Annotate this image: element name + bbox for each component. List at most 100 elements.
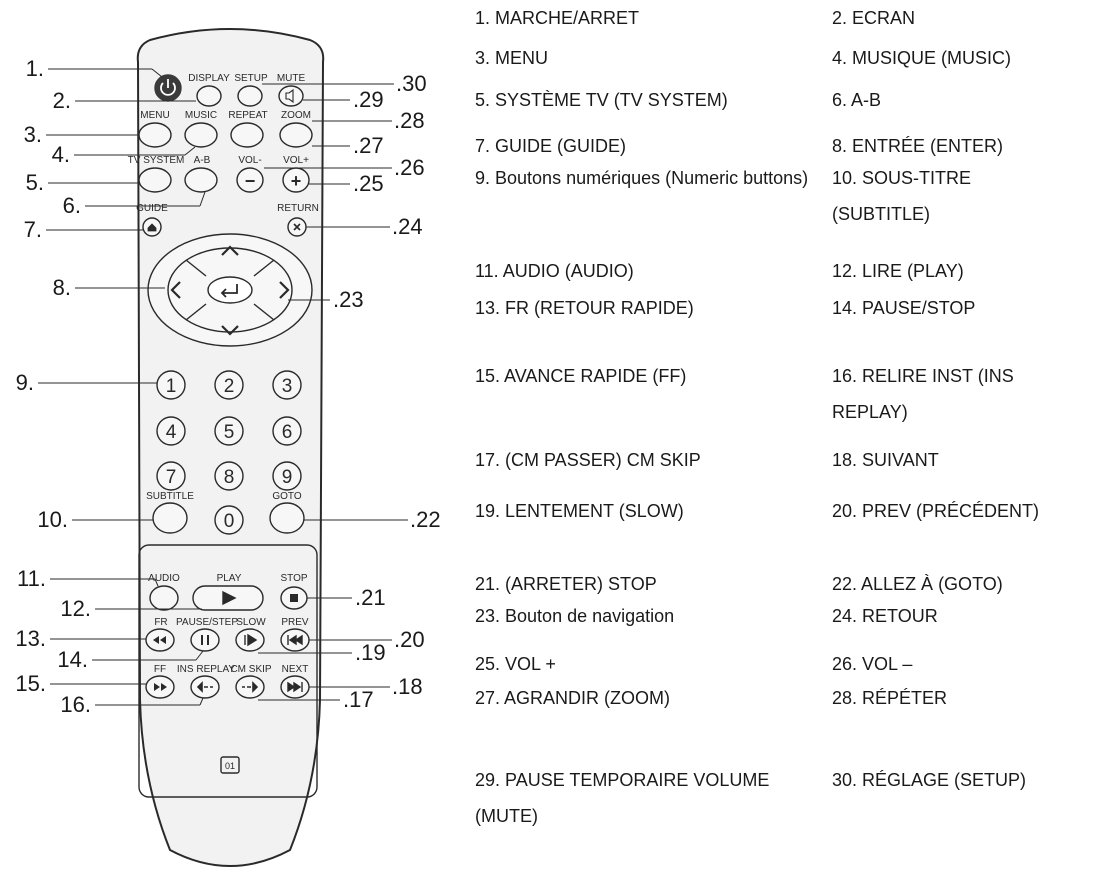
number-label-6: 6 <box>282 422 293 443</box>
setup-label: SETUP <box>234 73 268 84</box>
menu-button[interactable] <box>138 122 172 148</box>
callout-29: .29 <box>353 87 384 112</box>
prev-icon <box>287 634 303 646</box>
callout-6: 6. <box>63 193 81 218</box>
callout-28: .28 <box>394 108 425 133</box>
stop-label: STOP <box>280 573 307 584</box>
enter-button[interactable] <box>207 276 253 304</box>
legend-item-6: 6. A-B <box>832 90 882 110</box>
arrow-down-icon[interactable] <box>221 325 239 336</box>
callout-18: .18 <box>392 674 423 699</box>
number-label-0: 0 <box>224 511 235 532</box>
number-button-3[interactable] <box>272 370 302 400</box>
callout-8: 8. <box>53 275 71 300</box>
number-label-2: 2 <box>224 376 235 397</box>
subtitle-button[interactable] <box>152 502 188 534</box>
number-button-6[interactable] <box>272 416 302 446</box>
legend-item-8: 8. ENTRÉE (ENTER) <box>832 136 1004 156</box>
legend-item-9: 9. Boutons numériques (Numeric buttons) <box>475 168 809 188</box>
legend-item-2: 2. ECRAN <box>832 8 916 28</box>
legend-item-11: 11. AUDIO (AUDIO) <box>475 261 634 281</box>
legend-item-30: 30. RÉGLAGE (SETUP) <box>832 770 1027 790</box>
music-button[interactable] <box>184 122 218 148</box>
ab-label: A-B <box>194 155 211 166</box>
callout-19: .19 <box>355 640 386 665</box>
number-button-5[interactable] <box>214 416 244 446</box>
zoom-button[interactable] <box>279 122 313 148</box>
ff-label: FF <box>154 664 166 675</box>
callout-26: .26 <box>394 155 425 180</box>
ab-button[interactable] <box>184 167 218 193</box>
callouts-right: .30 .29 .28 .27 .26 .25 .24 .23 .22 .21 … <box>333 71 441 712</box>
repeat-button[interactable] <box>230 122 264 148</box>
remote-body <box>136 28 325 867</box>
nav-divider <box>253 303 275 321</box>
menu-label: MENU <box>140 110 169 121</box>
number-button-8[interactable] <box>214 461 244 491</box>
callout-1: 1. <box>26 56 44 81</box>
legend-item-7: 7. GUIDE (GUIDE) <box>475 136 627 156</box>
pause-step-button[interactable] <box>190 628 220 652</box>
enter-icon <box>220 284 238 298</box>
pause-icon <box>201 635 209 645</box>
number-button-1[interactable] <box>156 370 186 400</box>
display-button[interactable] <box>196 85 222 107</box>
zoom-label: ZOOM <box>281 110 311 121</box>
audio-button[interactable] <box>149 585 179 611</box>
number-label-5: 5 <box>224 422 235 443</box>
home-icon <box>147 223 157 232</box>
number-button-4[interactable] <box>156 416 186 446</box>
ins-replay-label: INS REPLAY <box>177 664 235 675</box>
legend-item-12: 12. LIRE (PLAY) <box>832 261 964 281</box>
model-badge <box>220 756 240 774</box>
legend-item-22: 22. ALLEZ À (GOTO) <box>832 574 1003 594</box>
callout-25: .25 <box>353 171 384 196</box>
callout-12: 12. <box>60 596 91 621</box>
number-button-9[interactable] <box>272 461 302 491</box>
number-button-2[interactable] <box>214 370 244 400</box>
mute-label: MUTE <box>277 73 306 84</box>
power-icon <box>160 82 176 96</box>
close-icon <box>293 223 301 231</box>
legend-item-3: 3. MENU <box>475 48 549 68</box>
setup-button[interactable] <box>237 85 263 107</box>
prev-label: PREV <box>281 617 309 628</box>
callout-14: 14. <box>57 647 88 672</box>
vol-minus-glyph: − <box>245 171 256 191</box>
arrow-right-icon[interactable] <box>279 281 290 299</box>
legend-item-14: 14. PAUSE/STOP <box>832 298 976 318</box>
number-labels: 1 2 3 4 5 6 7 8 9 0 <box>166 376 293 532</box>
cm-skip-label: CM SKIP <box>230 664 271 675</box>
vol-minus-button[interactable] <box>236 167 264 193</box>
callout-5: 5. <box>26 170 44 195</box>
arrow-up-icon[interactable] <box>221 245 239 256</box>
guide-label: GUIDE <box>136 203 168 214</box>
stop-icon <box>290 594 298 602</box>
callout-13: 13. <box>15 626 46 651</box>
callout-16: 16. <box>60 692 91 717</box>
legend-item-10: 10. SOUS-TITRE (SUBTITLE) <box>832 168 972 224</box>
goto-button[interactable] <box>269 502 305 534</box>
mute-icon <box>285 88 294 104</box>
number-button-7[interactable] <box>156 461 186 491</box>
mute-button[interactable] <box>278 85 304 107</box>
ins-replay-icon <box>196 681 213 693</box>
legend-item-27: 27. AGRANDIR (ZOOM) <box>475 688 671 708</box>
number-label-8: 8 <box>224 467 235 488</box>
rewind-icon <box>153 636 166 644</box>
nav-divider <box>185 303 207 321</box>
number-button-0[interactable] <box>214 505 244 535</box>
callout-2: 2. <box>53 88 71 113</box>
tv-system-button[interactable] <box>138 167 172 193</box>
callout-20: .20 <box>394 627 425 652</box>
fast-forward-icon <box>154 683 167 691</box>
vol-plus-glyph: + <box>291 171 302 191</box>
legend-item-21: 21. (ARRETER) STOP <box>475 574 657 594</box>
number-label-1: 1 <box>166 376 177 397</box>
slow-label: SLOW <box>236 617 266 628</box>
arrow-left-icon[interactable] <box>170 281 181 299</box>
legend-item-1: 1. MARCHE/ARRET <box>475 8 640 28</box>
callout-17: .17 <box>343 687 374 712</box>
pause-step-label: PAUSE/STEP <box>176 617 238 628</box>
